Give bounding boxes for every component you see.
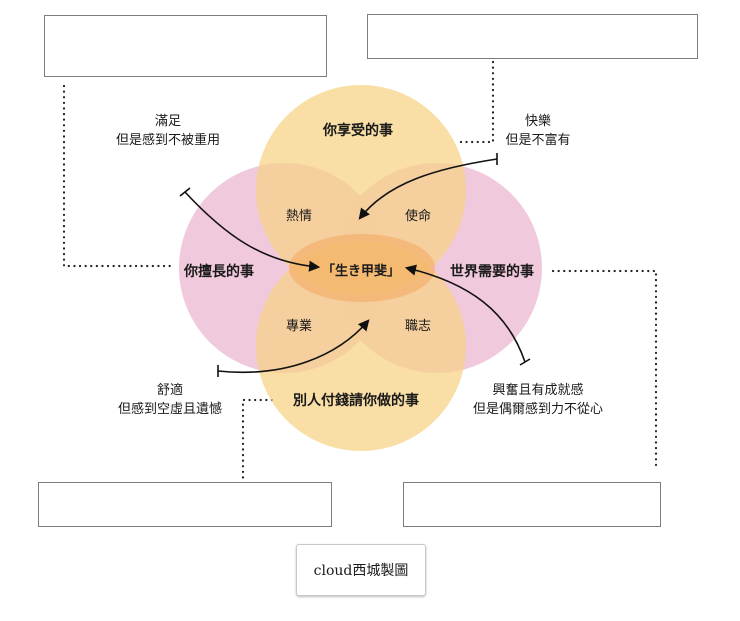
- note-bottom-right-line2: 但是偶爾感到力不從心: [472, 402, 603, 417]
- note-top-right-line2: 但是不富有: [505, 133, 571, 148]
- empty-box-top-left: [44, 15, 327, 77]
- arrow-from-bottom-right: [404, 264, 526, 363]
- empty-box-top-right: [367, 14, 698, 59]
- label-left-circle: 你擅長的事: [184, 264, 254, 280]
- circle-top-yellow: [256, 85, 466, 295]
- credit-badge: cloud西城製圖: [296, 544, 426, 596]
- connector-bottom-left: [241, 398, 274, 486]
- center-ellipse: [289, 234, 435, 302]
- connector-top-left: [62, 84, 172, 268]
- label-top-circle: 你享受的事: [323, 123, 393, 139]
- note-top-left-line2: 但是感到不被重用: [115, 133, 220, 148]
- label-right-circle: 世界需要的事: [450, 264, 534, 280]
- label-mission: 使命: [405, 209, 432, 224]
- label-profession: 專業: [286, 319, 313, 334]
- note-bottom-right-line1: 興奮且有成就感: [492, 383, 584, 398]
- dotted-connectors: [62, 60, 658, 486]
- circles: [179, 85, 542, 451]
- circle-bottom-yellow: [256, 241, 466, 451]
- arrows: [179, 153, 531, 377]
- connector-bottom-right: [551, 269, 658, 472]
- empty-box-bottom-left: [38, 482, 332, 527]
- empty-box-bottom-right: [403, 482, 661, 527]
- note-bottom-left: 舒適 但感到空虛且遺憾: [107, 381, 233, 419]
- label-vocation: 職志: [405, 319, 432, 334]
- label-bottom-circle: 別人付錢請你做的事: [293, 393, 419, 409]
- note-top-left-line1: 滿足: [154, 114, 181, 129]
- label-passion: 熱情: [286, 209, 313, 224]
- note-top-right-line1: 快樂: [524, 114, 551, 129]
- label-ikigai: 「生き甲斐」: [322, 264, 401, 279]
- arrow-from-top-left: [184, 191, 321, 272]
- note-bottom-right: 興奮且有成就感 但是偶爾感到力不從心: [453, 381, 623, 419]
- note-top-right: 快樂 但是不富有: [498, 112, 578, 150]
- arrow-from-top-right: [358, 158, 498, 220]
- connector-top-right: [456, 60, 495, 144]
- note-top-left: 滿足 但是感到不被重用: [108, 112, 228, 150]
- arrow-from-bottom-left: [217, 319, 370, 374]
- note-bottom-left-line2: 但感到空虛且遺憾: [117, 402, 222, 417]
- note-bottom-left-line1: 舒適: [156, 383, 183, 398]
